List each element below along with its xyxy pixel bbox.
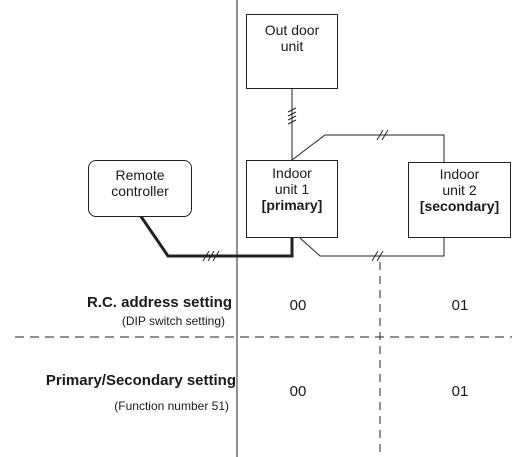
remote-controller-wire (138, 214, 294, 258)
indoor-unit-1-label-1: Indoor (272, 165, 312, 181)
indoor-link-upper (291, 134, 445, 163)
rc-address-title: R.C. address setting (86, 294, 232, 311)
outdoor-unit-label-1: Out door (264, 22, 320, 38)
outdoor-wire-hatch (287, 107, 297, 125)
outdoor-unit-label-2: unit (280, 38, 304, 54)
indoor-link-lower (299, 237, 445, 257)
primary-secondary-value-unit1: 00 (289, 383, 307, 400)
outdoor-unit-box: Out door unit (246, 14, 338, 89)
indoor-unit-2-box: Indoor unit 2 [secondary] (408, 162, 511, 238)
indoor-unit-1-role: [primary] (261, 197, 323, 213)
upper-link-hatch (376, 129, 389, 141)
rc-address-value-unit1: 00 (289, 297, 307, 314)
indoor-unit-2-label-1: Indoor (439, 166, 480, 182)
indoor-unit-2-role: [secondary] (419, 198, 500, 214)
rc-address-value-unit2: 01 (451, 297, 469, 314)
indoor-unit-2-label-2: unit 2 (442, 182, 477, 198)
rc-address-subtitle: (DIP switch setting) (121, 314, 225, 328)
primary-secondary-title: Primary/Secondary setting (45, 372, 236, 389)
remote-controller-label-1: Remote (115, 167, 165, 183)
primary-secondary-value-unit2: 01 (451, 383, 469, 400)
remote-controller-label-2: controller (111, 183, 169, 199)
remote-wire-hatch (202, 250, 220, 262)
remote-controller-box: Remote controller (88, 160, 192, 217)
lower-link-hatch (371, 250, 384, 262)
indoor-unit-1-box: Indoor unit 1 [primary] (246, 160, 338, 238)
primary-secondary-subtitle: (Function number 51) (114, 399, 229, 413)
indoor-unit-1-label-2: unit 1 (274, 181, 310, 197)
